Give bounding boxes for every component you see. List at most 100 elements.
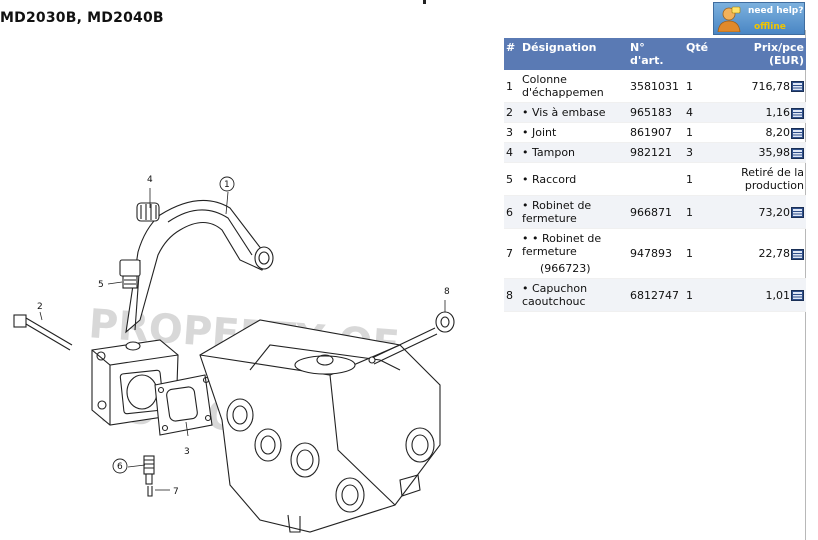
parts-table-header: # Désignation N° d'art. Qté Prix/pce (EU…: [504, 38, 806, 70]
row-num: 2: [504, 102, 520, 123]
designation-text[interactable]: • Tampon: [522, 146, 576, 159]
col-designation: Désignation: [520, 38, 628, 70]
row-designation[interactable]: • Robinet de fermeture: [520, 195, 628, 229]
callout-3: 3: [184, 447, 190, 457]
row-designation[interactable]: • Tampon: [520, 142, 628, 163]
col-artno: N° d'art.: [628, 38, 684, 70]
col-qty: Qté: [684, 38, 716, 70]
row-num: 5: [504, 162, 520, 196]
callout-4: 4: [147, 175, 153, 185]
row-price: 1,01: [716, 278, 806, 312]
table-row: 8 • Capuchon caoutchouc 6812747 1 1,01: [504, 278, 806, 312]
parts-table: # Désignation N° d'art. Qté Prix/pce (EU…: [504, 38, 806, 312]
designation-text[interactable]: • • Robinet de fermeture: [522, 232, 602, 258]
table-row: 5 • Raccord 1 Retiré de la production: [504, 162, 806, 196]
row-artno: 982121: [628, 142, 684, 163]
add-to-cart-icon[interactable]: [790, 146, 804, 159]
person-icon: [717, 6, 741, 32]
row-num: 6: [504, 195, 520, 229]
designation-text[interactable]: • Vis à embase: [522, 106, 606, 119]
row-num: 7: [504, 228, 520, 279]
designation-sub: (966723): [540, 262, 591, 275]
callout-6: 6: [117, 462, 123, 472]
row-artno: 861907: [628, 122, 684, 143]
add-to-cart-icon[interactable]: [790, 80, 804, 93]
price-value: Retiré de la production: [741, 166, 804, 192]
valve-6-7: [143, 455, 155, 497]
fitting-5: [119, 259, 141, 289]
row-qty: 3: [684, 142, 716, 163]
leader-lines: [39, 188, 446, 491]
row-price: Retiré de la production: [716, 162, 806, 196]
row-price: 716,78: [716, 70, 806, 103]
row-qty: 1: [684, 162, 716, 196]
callout-8: 8: [444, 287, 450, 297]
table-row: 7 • • Robinet de fermeture (966723) 94789…: [504, 228, 806, 279]
row-num: 4: [504, 142, 520, 163]
add-to-cart-icon[interactable]: [790, 126, 804, 139]
row-designation[interactable]: • • Robinet de fermeture (966723): [520, 228, 628, 279]
row-num: 1: [504, 70, 520, 103]
row-price: 73,20: [716, 195, 806, 229]
row-designation[interactable]: • Capuchon caoutchouc: [520, 278, 628, 312]
row-designation[interactable]: • Raccord: [520, 162, 628, 196]
price-value: 22,78: [758, 247, 791, 260]
callouts: 4 1 2 5 8 3 6 7: [37, 175, 450, 497]
designation-text[interactable]: • Capuchon caoutchouc: [522, 282, 588, 308]
row-price: 8,20: [716, 122, 806, 143]
row-num: 3: [504, 122, 520, 143]
col-price: Prix/pce (EUR): [716, 38, 806, 70]
row-artno: [628, 162, 684, 196]
row-designation[interactable]: • Vis à embase: [520, 102, 628, 123]
page-title: MD2030B, MD2040B: [0, 10, 164, 26]
row-artno: 965183: [628, 102, 684, 123]
table-row: 6 • Robinet de fermeture 966871 1 73,20: [504, 195, 806, 229]
bolt-2: [13, 314, 73, 351]
row-qty: 1: [684, 122, 716, 143]
bolt-8: [368, 311, 455, 365]
designation-text[interactable]: • Raccord: [522, 172, 577, 186]
table-row: 1 Colonne d'échappemen 3581031 1 716,78: [504, 70, 806, 103]
row-artno: 3581031: [628, 70, 684, 103]
table-row: 3 • Joint 861907 1 8,20: [504, 122, 806, 143]
add-to-cart-icon[interactable]: [790, 247, 804, 260]
row-qty: 1: [684, 195, 716, 229]
row-designation[interactable]: • Joint: [520, 122, 628, 143]
row-qty: 1: [684, 278, 716, 312]
add-to-cart-icon[interactable]: [790, 106, 804, 119]
add-to-cart-icon[interactable]: [790, 289, 804, 302]
price-value: 1,16: [765, 106, 791, 119]
price-value: 35,98: [758, 146, 791, 159]
row-artno: 947893: [628, 228, 684, 279]
plug-4: [136, 202, 160, 222]
price-value: 716,78: [751, 79, 791, 93]
designation-text[interactable]: Colonne d'échappemen: [522, 73, 604, 99]
row-num: 8: [504, 278, 520, 312]
designation-text[interactable]: • Robinet de fermeture: [522, 199, 592, 225]
callout-7: 7: [173, 487, 179, 497]
top-marker: [423, 0, 426, 4]
designation-text[interactable]: • Joint: [522, 126, 557, 139]
row-price: 22,78: [716, 228, 806, 279]
callout-1: 1: [224, 180, 230, 190]
exploded-parts-diagram: PROPERTY OF VOLVO PENTA: [13, 175, 455, 533]
price-value: 1,01: [765, 288, 791, 302]
manifold-body: [199, 319, 441, 533]
table-row: 4 • Tampon 982121 3 35,98: [504, 142, 806, 163]
row-artno: 966871: [628, 195, 684, 229]
col-num: #: [504, 38, 520, 70]
row-price: 1,16: [716, 102, 806, 123]
callout-5: 5: [98, 280, 104, 290]
row-price: 35,98: [716, 142, 806, 163]
help-status: offline: [754, 22, 786, 32]
help-label: need help?: [748, 6, 804, 16]
row-artno: 6812747: [628, 278, 684, 312]
need-help-button[interactable]: need help? offline: [713, 2, 805, 35]
table-row: 2 • Vis à embase 965183 4 1,16: [504, 102, 806, 123]
add-to-cart-icon[interactable]: [790, 206, 804, 219]
row-designation[interactable]: Colonne d'échappemen: [520, 70, 628, 103]
row-qty: 4: [684, 102, 716, 123]
row-qty: 1: [684, 228, 716, 279]
callout-2: 2: [37, 302, 43, 312]
price-value: 8,20: [765, 126, 791, 139]
